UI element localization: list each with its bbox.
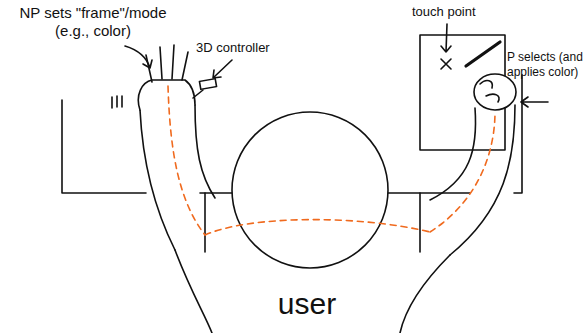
arm-guide xyxy=(430,112,495,232)
right-arm xyxy=(450,105,515,255)
mode-note: NP sets "frame"/mode (e.g., color) xyxy=(8,4,178,40)
leader-arrow xyxy=(441,24,451,52)
arm-guide xyxy=(168,86,205,235)
right-arm xyxy=(430,108,476,200)
desk-edge xyxy=(62,100,146,193)
left-fingers xyxy=(146,45,203,98)
action-note: P selects (and applies color) xyxy=(507,50,583,80)
chair-edge xyxy=(419,193,421,252)
torso-edge xyxy=(175,250,212,333)
part-label: touch point xyxy=(412,4,502,20)
leader-arrow xyxy=(213,60,232,78)
leader-arrow xyxy=(521,97,548,107)
shoulder-guide xyxy=(205,220,430,235)
leader-arrow xyxy=(125,46,152,68)
left-hand xyxy=(138,80,195,110)
head-circle xyxy=(232,112,388,268)
pen xyxy=(466,42,500,66)
right-fingers xyxy=(480,81,499,102)
part-label: 3D controller xyxy=(196,40,286,56)
tally-marks xyxy=(112,96,122,108)
torso-edge xyxy=(400,255,450,333)
chair-edge xyxy=(204,193,206,252)
user-label: user xyxy=(252,286,362,322)
right-hand xyxy=(474,74,516,110)
touch-mark xyxy=(441,59,451,69)
left-arm xyxy=(195,105,215,198)
controller-icon xyxy=(199,79,216,90)
left-arm xyxy=(140,110,175,250)
